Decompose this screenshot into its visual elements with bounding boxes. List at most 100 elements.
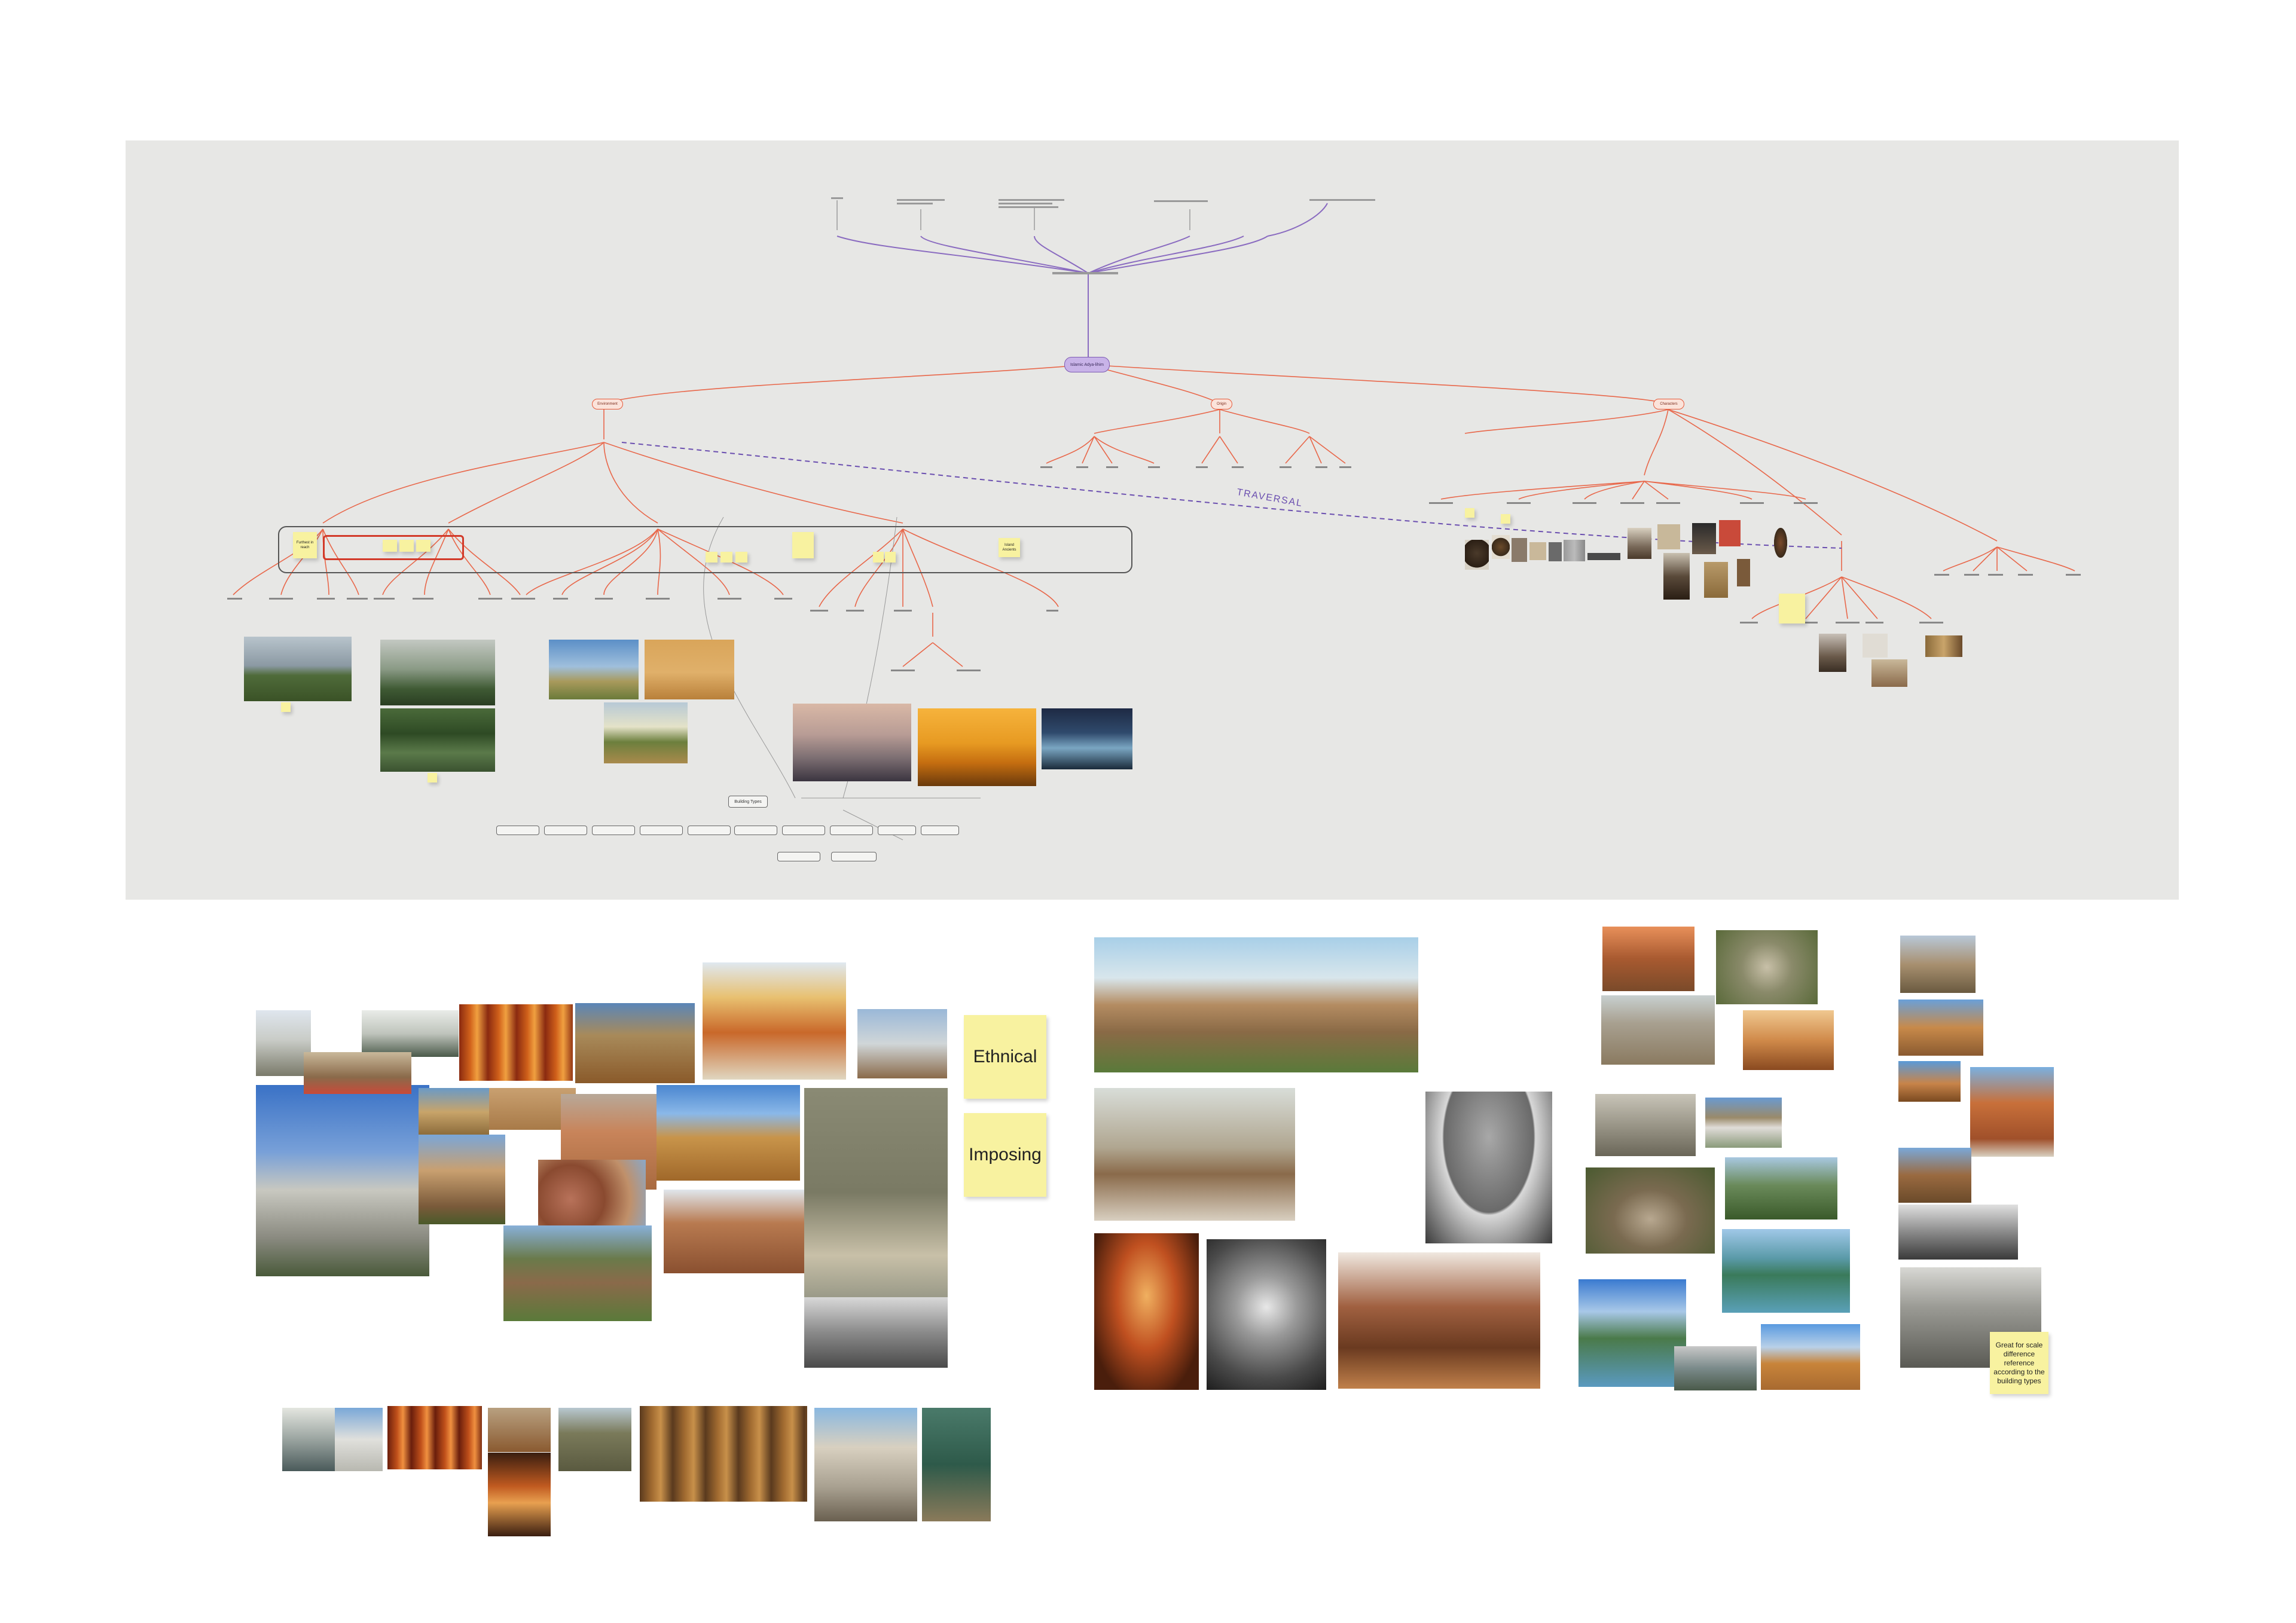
- mb-a-palace-white[interactable]: [256, 1010, 311, 1076]
- photo-relic-4[interactable]: [1925, 635, 1962, 657]
- photo-savanna-pillar[interactable]: [549, 640, 639, 699]
- mb-a-crowd-street[interactable]: [304, 1052, 411, 1094]
- sticky-tiny-d[interactable]: [1501, 514, 1510, 524]
- sticky-mini-3[interactable]: [416, 540, 430, 552]
- photo-figure-4[interactable]: [1692, 523, 1716, 554]
- photo-acacia-plain[interactable]: [604, 702, 688, 763]
- bt-pill-10[interactable]: [921, 826, 959, 835]
- mb-a-ochre-palace[interactable]: [575, 1003, 695, 1083]
- bt-pill-4[interactable]: [640, 826, 683, 835]
- photo-relic-1[interactable]: [1819, 634, 1846, 672]
- mb-c-lake-pans[interactable]: [1705, 1098, 1782, 1148]
- bt-pill-7[interactable]: [782, 826, 825, 835]
- mb-d-modern-tower[interactable]: [1970, 1067, 2054, 1157]
- photo-figure-6[interactable]: [1704, 562, 1728, 598]
- mb-b-thatched-dome[interactable]: [1338, 1252, 1540, 1389]
- bt-pill-9[interactable]: [878, 826, 916, 835]
- mb-c-engraving[interactable]: [1595, 1094, 1696, 1156]
- photo-mask-2[interactable]: [1492, 535, 1510, 559]
- mb-b-vault-clinic[interactable]: [1094, 937, 1418, 1072]
- bt-pill-8[interactable]: [830, 826, 873, 835]
- photo-dagger[interactable]: [1587, 553, 1620, 560]
- photo-desert-dust[interactable]: [645, 640, 734, 699]
- photo-mask-1[interactable]: [1465, 540, 1489, 570]
- photo-golden-river[interactable]: [918, 708, 1036, 786]
- mb-a-colonial-facade[interactable]: [703, 962, 846, 1080]
- mb-a-spiked-mosque[interactable]: [664, 1190, 804, 1273]
- mb-a-arcade-white[interactable]: [362, 1010, 459, 1057]
- mb-a2-white-tower[interactable]: [335, 1408, 383, 1471]
- mb-a-white-gate[interactable]: [256, 1085, 429, 1276]
- mb-a2-torch-interior[interactable]: [488, 1453, 551, 1536]
- node-origin[interactable]: Origin: [1211, 399, 1232, 409]
- mb-c-island-lake[interactable]: [1722, 1229, 1850, 1313]
- photo-figure-1[interactable]: [1628, 528, 1651, 559]
- mb-a2-ochre-mosque[interactable]: [488, 1408, 551, 1452]
- mb-c-great-zimbabwe[interactable]: [1716, 930, 1818, 1004]
- mb-b-dome-bw[interactable]: [1425, 1092, 1552, 1243]
- bt-pill-1[interactable]: [496, 826, 539, 835]
- photo-volcano-landscape[interactable]: [244, 637, 352, 701]
- mb-b-skylight-copper[interactable]: [1094, 1233, 1199, 1390]
- mb-a2-stone-tower[interactable]: [558, 1408, 631, 1471]
- photo-artifact-4[interactable]: [1529, 542, 1546, 560]
- photo-misty-forest[interactable]: [380, 640, 495, 705]
- sticky-tiny-c[interactable]: [1465, 508, 1474, 518]
- sticky-furthest[interactable]: Furthest in reach: [293, 532, 317, 558]
- photo-relic-3[interactable]: [1871, 659, 1907, 687]
- mb-c-desert-fort[interactable]: [1761, 1324, 1860, 1390]
- mb-a-bw-mosque[interactable]: [804, 1297, 948, 1368]
- sticky-ethnical[interactable]: Ethnical: [964, 1015, 1046, 1099]
- bt-pill-6[interactable]: [734, 826, 777, 835]
- mb-c-market-aerial[interactable]: [1601, 995, 1715, 1065]
- mb-a-domes-cluster[interactable]: [538, 1160, 646, 1225]
- mb-a-stone-ruin[interactable]: [419, 1135, 505, 1224]
- sticky-tiny-a[interactable]: [281, 702, 291, 712]
- photo-river-dusk[interactable]: [793, 704, 911, 781]
- root-node[interactable]: Islamic Adya-lihim: [1064, 357, 1110, 372]
- mb-a2-doorway[interactable]: [282, 1408, 336, 1471]
- mb-d-bw-mosque[interactable]: [1898, 1205, 2018, 1260]
- sticky-imposing[interactable]: Imposing: [964, 1113, 1046, 1197]
- mb-c-canyon-village[interactable]: [1743, 1010, 1834, 1070]
- mb-a-djenne[interactable]: [657, 1085, 800, 1181]
- mb-d-spire-mosque[interactable]: [1898, 1148, 1971, 1203]
- sticky-mini-2[interactable]: [399, 540, 414, 552]
- mb-d-djenne-towers[interactable]: [1898, 1000, 1983, 1056]
- sticky-island[interactable]: Island Ancients: [999, 538, 1020, 557]
- sticky-notes-a[interactable]: [792, 532, 814, 558]
- building-types-node[interactable]: Building Types: [728, 796, 768, 808]
- sticky-tiny-b[interactable]: [428, 773, 437, 783]
- photo-figure-2[interactable]: [1657, 524, 1680, 549]
- photo-artifact-5[interactable]: [1549, 542, 1562, 561]
- sticky-mini-8[interactable]: [885, 552, 896, 563]
- mb-c-green-valley[interactable]: [1725, 1157, 1837, 1219]
- bt-pill-11[interactable]: [777, 852, 820, 861]
- sticky-right-note[interactable]: [1779, 594, 1805, 623]
- photo-relic-2[interactable]: [1863, 634, 1888, 658]
- photo-coast-waves[interactable]: [1042, 708, 1132, 769]
- photo-shield[interactable]: [1774, 528, 1787, 558]
- photo-jungle-river[interactable]: [380, 708, 495, 772]
- bt-pill-2[interactable]: [544, 826, 587, 835]
- mindmap-board[interactable]: Islamic Adya-lihim Environment Origin Ch…: [126, 140, 2179, 900]
- mb-a2-red-hall[interactable]: [387, 1406, 482, 1469]
- mb-a2-hausa-facade[interactable]: [814, 1408, 917, 1521]
- mb-a2-patterned-door[interactable]: [922, 1408, 991, 1521]
- bt-pill-5[interactable]: [688, 826, 731, 835]
- mb-c-hills-dusk[interactable]: [1674, 1346, 1757, 1390]
- sticky-mini-6[interactable]: [735, 552, 747, 563]
- sticky-mini-7[interactable]: [873, 552, 884, 563]
- node-characters[interactable]: Characters: [1653, 399, 1684, 409]
- mb-a-carved-facade[interactable]: [804, 1088, 948, 1297]
- mb-c-quarry[interactable]: [1586, 1167, 1715, 1254]
- photo-figure-3[interactable]: [1663, 553, 1690, 600]
- sticky-mini-5[interactable]: [720, 552, 732, 563]
- mb-a-mosque-distant[interactable]: [857, 1009, 947, 1078]
- sticky-scale-note[interactable]: Great for scale difference reference acc…: [1990, 1332, 2048, 1394]
- mb-d-small-mosque[interactable]: [1898, 1061, 1961, 1102]
- sticky-mini-1[interactable]: [383, 540, 397, 552]
- mb-a-red-columns[interactable]: [459, 1004, 573, 1081]
- mb-a-gondar-castle[interactable]: [503, 1225, 652, 1321]
- mb-b-pavilion-mesa[interactable]: [1094, 1088, 1295, 1221]
